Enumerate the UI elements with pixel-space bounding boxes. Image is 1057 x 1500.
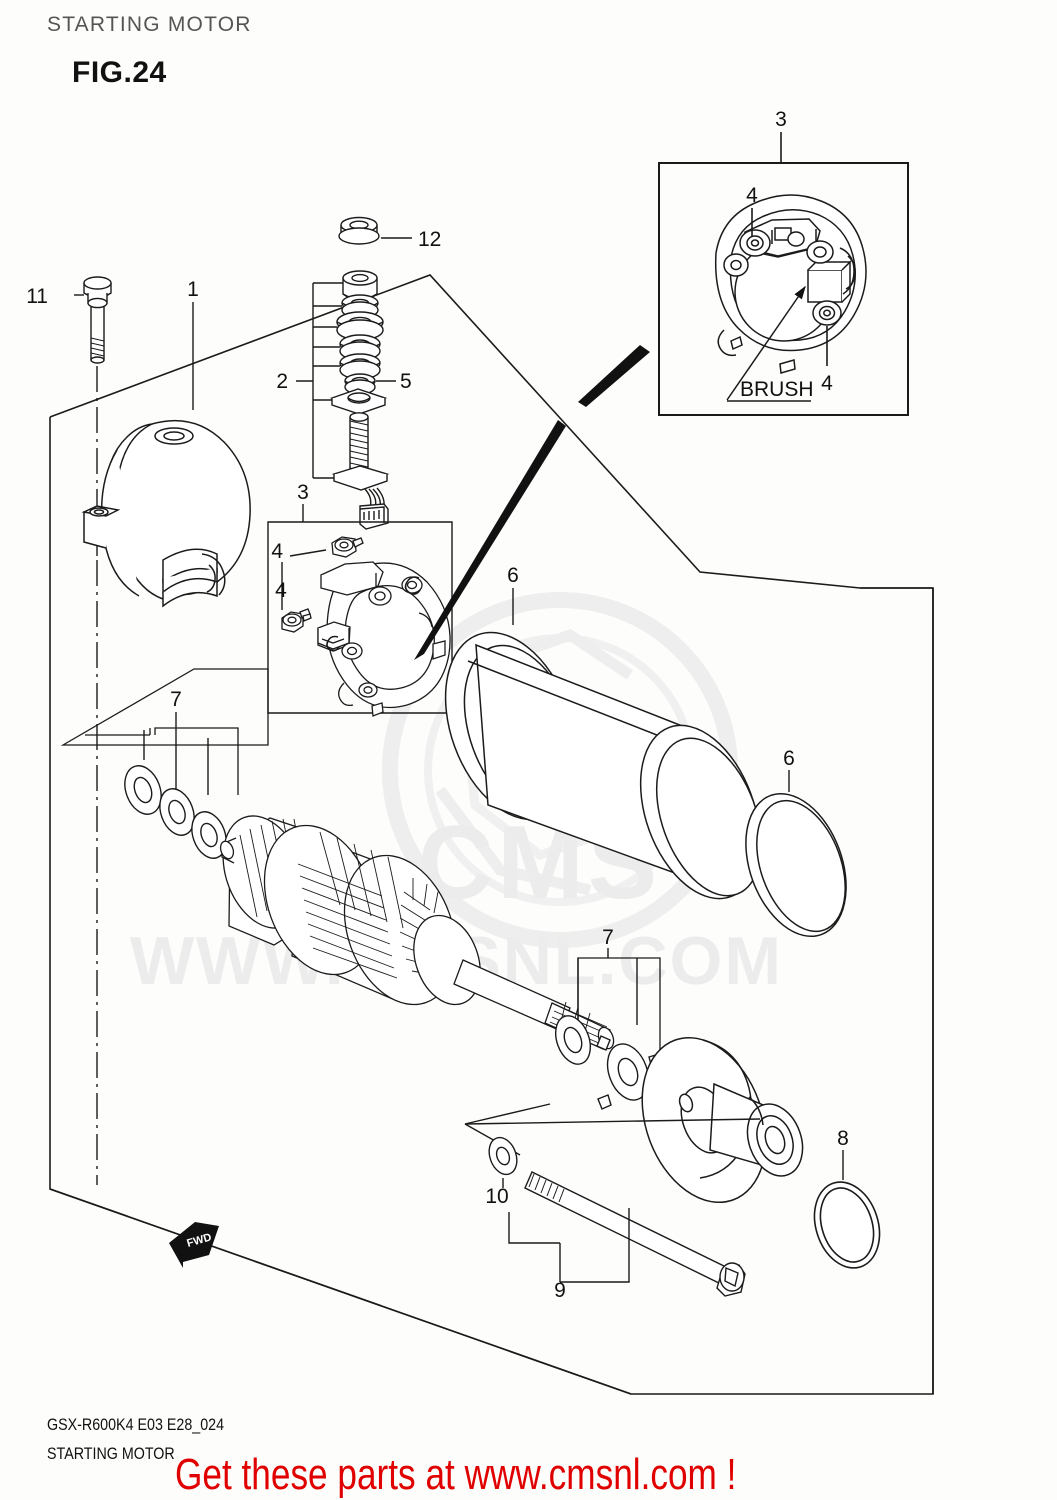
part-2-terminal-set (329, 270, 390, 530)
callout-1: 1 (187, 278, 199, 301)
callout-3-inset: 3 (775, 108, 787, 131)
leader-9 (559, 1208, 630, 1283)
part-7-washers-right (555, 1015, 663, 1113)
callout-10: 10 (485, 1185, 508, 1208)
callout-7-left: 7 (170, 688, 182, 711)
part-1-motor-yoke-housing (81, 419, 251, 608)
brush-inset-label: BRUSH (740, 378, 814, 401)
leader-10 (502, 1178, 560, 1244)
part-8-o-ring (813, 1181, 881, 1269)
callout-2: 2 (276, 370, 288, 393)
callout-6-lower: 6 (783, 747, 795, 770)
brush-inset-box (658, 162, 909, 416)
page-title: FIG.24 (72, 56, 167, 89)
callout-4-inset-lower: 4 (821, 372, 833, 395)
part-7-group-frame-left (60, 668, 269, 795)
part-11-mounting-bolt (83, 276, 112, 364)
callout-6-upper: 6 (507, 564, 519, 587)
callout-8: 8 (837, 1127, 849, 1150)
callout-12: 12 (418, 228, 441, 251)
fwd-direction-marker: FWD (169, 1222, 219, 1268)
inset-pointer-line (414, 345, 650, 660)
brush-holder-detail-view (714, 194, 867, 374)
part-9-through-bolt (524, 1171, 746, 1297)
part-armature (219, 815, 615, 1050)
leader-2 (296, 282, 343, 479)
callout-4-main-upper: 4 (271, 540, 283, 563)
part-4-brush-lower-main (281, 608, 312, 633)
footer-model-code: GSX-R600K4 E03 E28_024 (47, 1415, 225, 1434)
leader-4-main (281, 549, 327, 610)
leader-4-inset (751, 208, 828, 366)
footer-promo-text: Get these parts at www.cmsnl.com ! (175, 1450, 737, 1499)
leader-7-right (577, 948, 638, 1025)
part-3-brush-holder-assembly (317, 561, 451, 717)
callout-11: 11 (26, 285, 48, 308)
callout-4-inset-upper: 4 (746, 184, 758, 207)
callout-9: 9 (554, 1279, 566, 1302)
callout-7-right: 7 (602, 926, 614, 949)
brush-inset-label-leader (726, 285, 811, 402)
part-6-motor-case (444, 631, 763, 900)
page-section-title: STARTING MOTOR (47, 13, 252, 36)
footer-diagram-title: STARTING MOTOR (47, 1444, 175, 1463)
part-6-o-ring-case (745, 792, 847, 938)
callout-5: 5 (400, 370, 412, 393)
part-12-terminal-nut (338, 216, 380, 245)
leader-7-left (143, 712, 209, 795)
part-4-brush-upper-main (331, 536, 364, 558)
callout-3-main: 3 (297, 481, 309, 504)
leader-11 (74, 294, 98, 1185)
part-7-washers-left (124, 765, 227, 859)
callout-4-main-lower: 4 (275, 579, 287, 602)
part-10-washer (488, 1136, 518, 1176)
